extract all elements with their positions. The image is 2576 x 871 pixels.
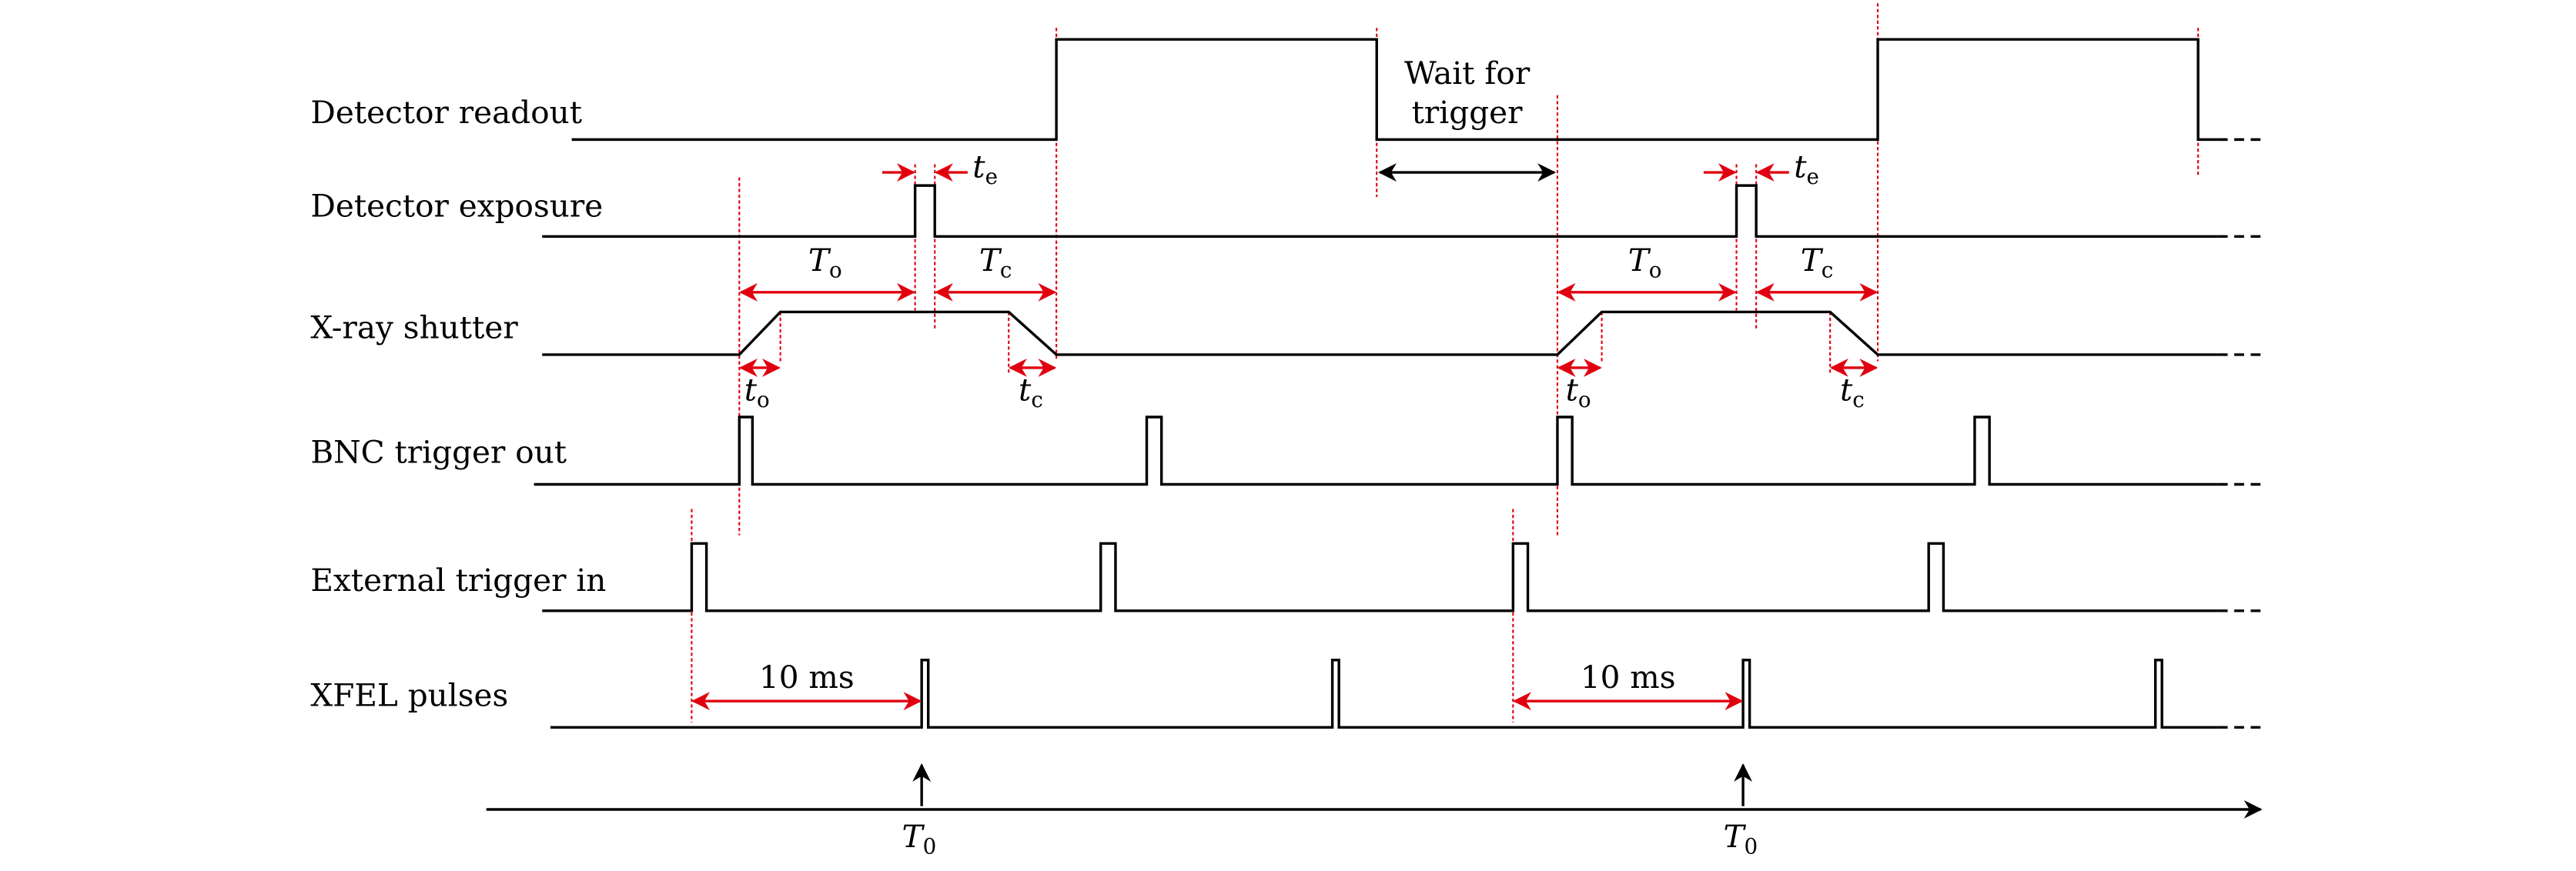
svg-text:te: te (972, 148, 998, 189)
label-xfel-pulses: XFEL pulses (310, 677, 508, 714)
label-bnc-trigger-out: BNC trigger out (310, 434, 567, 471)
svg-text:tc: tc (1019, 372, 1043, 413)
signal-detector-exposure (542, 184, 2218, 238)
Tc-annotation-2: Tc (1755, 242, 1878, 302)
svg-text:10 ms: 10 ms (759, 659, 855, 696)
svg-text:to: to (1566, 372, 1591, 413)
label-external-trigger-in: External trigger in (310, 562, 606, 599)
t0-label: T0 (902, 818, 937, 859)
To-annotation-2: To (1557, 242, 1737, 302)
Tc-annotation-1: Tc (934, 242, 1057, 302)
to-annotation-1: to (739, 359, 781, 413)
label-xray-shutter: X-ray shutter (310, 309, 518, 346)
signal-bnc-trigger-out (534, 415, 2218, 486)
te-annotation-2: te (1703, 148, 1819, 189)
svg-text:To: To (808, 242, 842, 283)
svg-text:10 ms: 10 ms (1581, 659, 1676, 696)
svg-text:Tc: Tc (1801, 242, 1834, 283)
delay-annotation-2: 10 ms (1513, 659, 1744, 711)
t0-label: T0 (1723, 818, 1758, 859)
svg-text:To: To (1628, 242, 1662, 283)
signal-xray-shutter (542, 310, 2218, 356)
To-annotation-1: To (739, 242, 915, 302)
label-detector-exposure: Detector exposure (310, 188, 603, 225)
wait-for-trigger-line2: trigger (1412, 94, 1524, 131)
signal-detector-readout (571, 38, 2218, 142)
tc-annotation-1: tc (1008, 359, 1057, 413)
wait-for-trigger-line1: Wait for (1404, 55, 1531, 92)
to-annotation-2: to (1557, 359, 1602, 413)
svg-text:te: te (1794, 148, 1819, 189)
delay-annotation-1: 10 ms (691, 659, 922, 711)
te-annotation-1: te (882, 148, 998, 189)
signal-xfel-pulses (550, 659, 2218, 729)
signal-external-trigger-in (542, 542, 2218, 612)
svg-text:to: to (744, 372, 770, 413)
label-detector-readout: Detector readout (310, 94, 582, 131)
svg-text:tc: tc (1840, 372, 1865, 413)
svg-text:Tc: Tc (979, 242, 1012, 283)
tc-annotation-2: tc (1829, 359, 1878, 413)
